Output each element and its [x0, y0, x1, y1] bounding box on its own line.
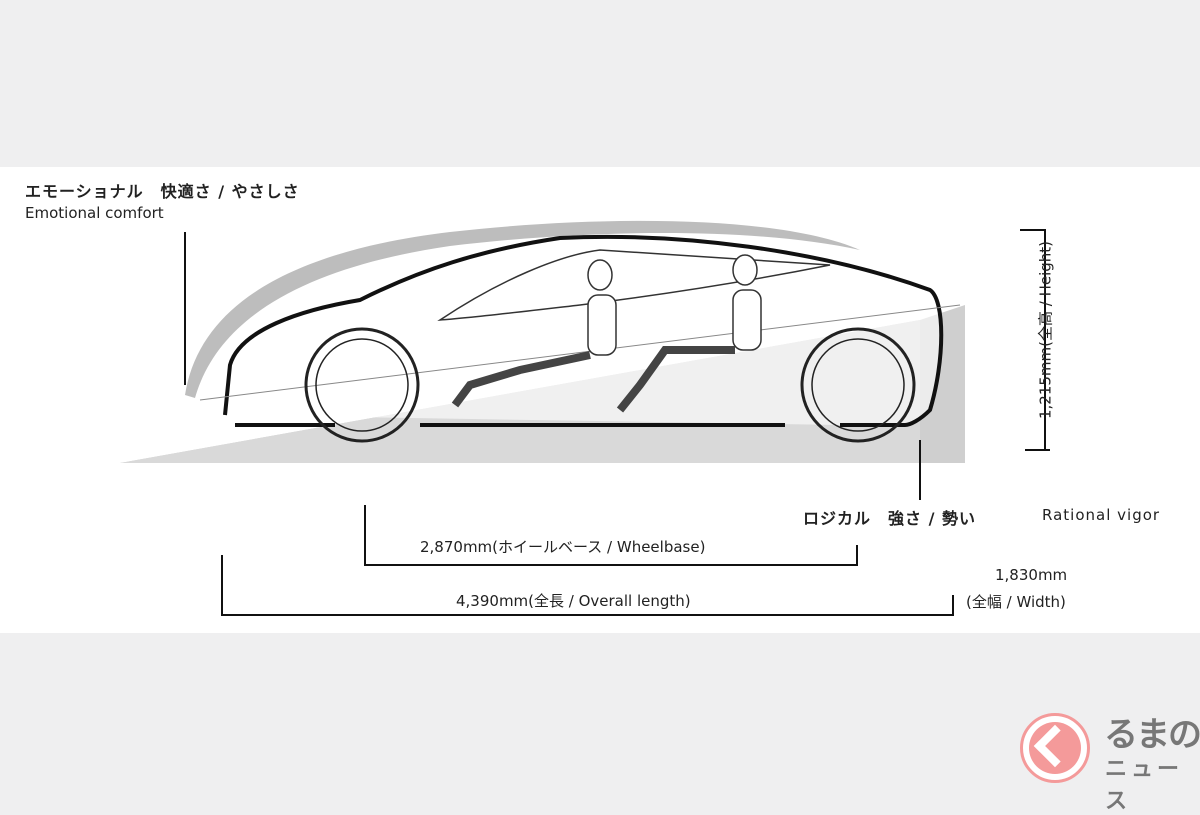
logo-text-bottom: ニュース: [1105, 757, 1184, 814]
logo-circle-icon: [1020, 713, 1090, 783]
wheelbase-label: 2,870mm(ホイールベース / Wheelbase): [420, 538, 706, 556]
emotional-label-jp: エモーショナル 快適さ / やさしさ: [25, 182, 300, 201]
kurumanonews-logo: るまの ニュース: [1010, 705, 1200, 814]
height-dimension: [1020, 229, 1050, 451]
car-body-outline: [223, 234, 944, 427]
height-label: 1,215mm(全高 / Height): [1036, 240, 1055, 420]
emotional-swoosh: [185, 220, 860, 398]
overall-length-label: 4,390mm(全長 / Overall length): [456, 592, 691, 610]
length-dimension: [221, 555, 954, 616]
wheelbase-dimension: [364, 505, 858, 566]
height-label-wrap: 1,215mm(全高 / Height): [1030, 200, 1060, 460]
width-value: 1,830mm: [995, 566, 1068, 584]
front-wheel: [304, 327, 420, 443]
rear-wheel: [800, 327, 916, 443]
rational-label-jp: ロジカル 強さ / 勢い: [803, 509, 976, 528]
logo-text-top: るまの: [1104, 715, 1200, 755]
width-label: (全幅 / Width): [966, 593, 1066, 611]
emotional-label-en: Emotional comfort: [25, 204, 164, 222]
rational-label-en: Rational vigor: [1042, 506, 1161, 524]
occupants: [451, 254, 762, 413]
